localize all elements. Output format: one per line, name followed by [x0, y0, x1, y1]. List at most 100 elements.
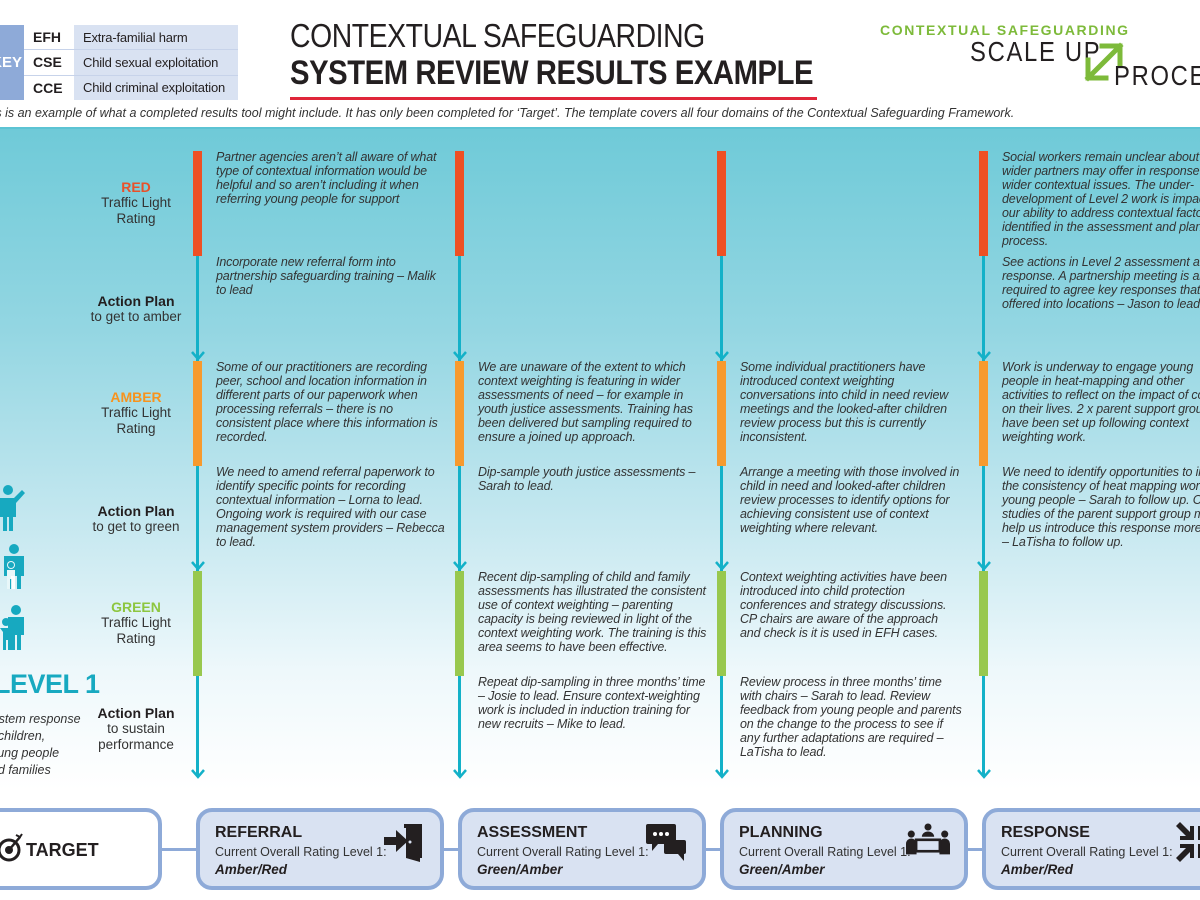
row-label-plan-sustain: Action Plan to sustain performance: [80, 705, 192, 753]
stage-target[interactable]: TARGET: [0, 808, 162, 890]
title-underline: [290, 97, 817, 100]
row-label-head: Action Plan: [97, 705, 175, 721]
converge-arrows-icon: [1176, 822, 1200, 862]
cell-assessment-green: Recent dip-sampling of child and family …: [478, 570, 707, 654]
arrow-down-icon: [190, 769, 205, 779]
key-label: KEY: [0, 25, 24, 100]
stage-title: RESPONSE: [1001, 824, 1090, 841]
cell-response-red: Social workers remain unclear about what…: [1002, 150, 1200, 248]
page-title: CONTEXTUAL SAFEGUARDING SYSTEM REVIEW RE…: [290, 18, 898, 93]
connector-line: [440, 848, 462, 851]
key-desc: Extra-familial harm: [74, 25, 238, 50]
meeting-table-icon: [906, 823, 950, 855]
arrow-down-icon: [976, 769, 991, 779]
rating-bar-red-referral: [193, 151, 202, 256]
rating-bar-green-response: [979, 571, 988, 676]
row-label-line: to get to amber: [90, 309, 182, 324]
arrow-down-icon: [714, 351, 729, 361]
arrow-down-icon: [714, 769, 729, 779]
key-row: CCE Child criminal exploitation: [24, 75, 238, 100]
row-label-head: RED: [121, 179, 151, 195]
row-label-plan-green: Action Plan to get to green: [80, 503, 192, 535]
rating-bar-red-planning: [717, 151, 726, 256]
key-desc: Child sexual exploitation: [74, 50, 238, 75]
cell-referral-amber: Some of our practitioners are recording …: [216, 360, 438, 444]
row-label-amber: AMBER Traffic Light Rating: [80, 389, 192, 437]
key-desc: Child criminal exploitation: [74, 75, 238, 100]
rating-bar-red-assessment: [455, 151, 464, 256]
stage-subtitle: Current Overall Rating Level 1:: [739, 845, 911, 859]
row-label-line: performance: [98, 737, 174, 752]
cell-referral-plan-amber: Incorporate new referral form into partn…: [216, 255, 436, 297]
logo-top-text: CONTEXTUAL SAFEGUARDING: [880, 22, 1130, 38]
stage-title: REFERRAL: [215, 824, 303, 841]
child-icon: [0, 485, 25, 531]
cell-planning-green: Context weighting activities have been i…: [740, 570, 947, 640]
cell-response-plan-green: We need to identify opportunities to inc…: [1002, 465, 1200, 549]
row-label-line: Rating: [116, 631, 156, 646]
arrow-down-icon: [452, 351, 467, 361]
cell-planning-plan-sustain: Review process in three months’ time wit…: [740, 675, 962, 759]
stage-subtitle: Current Overall Rating Level 1:: [1001, 845, 1173, 859]
rating-bar-green-assessment: [455, 571, 464, 676]
stage-referral[interactable]: REFERRAL Current Overall Rating Level 1:…: [196, 808, 444, 890]
key-table: KEY EFH Extra-familial harm CSE Child se…: [0, 25, 238, 100]
cell-assessment-amber: We are unaware of the extent to which co…: [478, 360, 693, 444]
rating-bar-green-referral: [193, 571, 202, 676]
stage-response[interactable]: RESPONSE Current Overall Rating Level 1:…: [982, 808, 1200, 890]
rating-bar-amber-response: [979, 361, 988, 466]
key-abbr: CCE: [24, 75, 74, 100]
connector-line: [964, 848, 986, 851]
level-title: LEVEL 1: [0, 669, 100, 699]
cell-planning-plan-green: Arrange a meeting with those involved in…: [740, 465, 960, 535]
cell-assessment-plan-sustain: Repeat dip-sampling in three months’ tim…: [478, 675, 706, 731]
row-label-line: Traffic Light: [101, 405, 171, 420]
cell-assessment-plan-green: Dip-sample youth justice assessments – S…: [478, 465, 696, 493]
title-line2: SYSTEM REVIEW RESULTS EXAMPLE: [290, 54, 814, 92]
arrow-down-icon: [452, 769, 467, 779]
arrow-down-icon: [976, 351, 991, 361]
stage-subtitle: Current Overall Rating Level 1:: [215, 845, 387, 859]
row-label-line: Traffic Light: [101, 615, 171, 630]
logo-scale-text: SCALE UP: [970, 36, 1102, 67]
row-label-head: Action Plan: [97, 503, 175, 519]
row-label-red: RED Traffic Light Rating: [80, 179, 192, 227]
rating-bar-green-planning: [717, 571, 726, 676]
row-label-line: to sustain: [107, 721, 165, 736]
stage-assessment[interactable]: ASSESSMENT Current Overall Rating Level …: [458, 808, 706, 890]
stage-target-label: TARGET: [26, 840, 99, 860]
stage-planning[interactable]: PLANNING Current Overall Rating Level 1:…: [720, 808, 968, 890]
arrow-down-icon: [190, 561, 205, 571]
row-label-line: Traffic Light: [101, 195, 171, 210]
key-row: EFH Extra-familial harm: [24, 25, 238, 51]
row-label-line: Rating: [116, 211, 156, 226]
row-label-line: Rating: [116, 421, 156, 436]
target-icon: [0, 833, 23, 862]
key-abbr: EFH: [24, 25, 74, 50]
cell-response-plan-amber: See actions in Level 2 assessment and re…: [1002, 255, 1200, 311]
chat-bubbles-icon: [646, 824, 686, 861]
stage-rating: Amber/Red: [1001, 862, 1074, 877]
stage-subtitle: Current Overall Rating Level 1:: [477, 845, 649, 859]
connector-line: [702, 848, 724, 851]
connector-line: [160, 848, 200, 851]
rating-bar-amber-planning: [717, 361, 726, 466]
rating-bar-amber-assessment: [455, 361, 464, 466]
row-label-plan-amber: Action Plan to get to amber: [80, 293, 192, 325]
logo-process-text: PROCESS: [1114, 60, 1200, 91]
arrow-down-icon: [452, 561, 467, 571]
key-abbr: CSE: [24, 50, 74, 75]
key-row: CSE Child sexual exploitation: [24, 50, 238, 76]
row-label-head: AMBER: [110, 389, 162, 405]
scale-up-logo: CONTEXTUAL SAFEGUARDING SCALE UP PROCESS: [880, 22, 1200, 92]
row-label-line: to get to green: [92, 519, 180, 534]
arrow-down-icon: [976, 561, 991, 571]
rating-bar-red-response: [979, 151, 988, 256]
arrow-down-icon: [714, 561, 729, 571]
stage-title: PLANNING: [739, 824, 823, 841]
arrow-down-icon: [190, 351, 205, 361]
cell-planning-amber: Some individual practitioners have intro…: [740, 360, 949, 444]
parent-child-icon: [0, 605, 24, 650]
stage-title: ASSESSMENT: [477, 824, 588, 841]
row-label-green: GREEN Traffic Light Rating: [80, 599, 192, 647]
